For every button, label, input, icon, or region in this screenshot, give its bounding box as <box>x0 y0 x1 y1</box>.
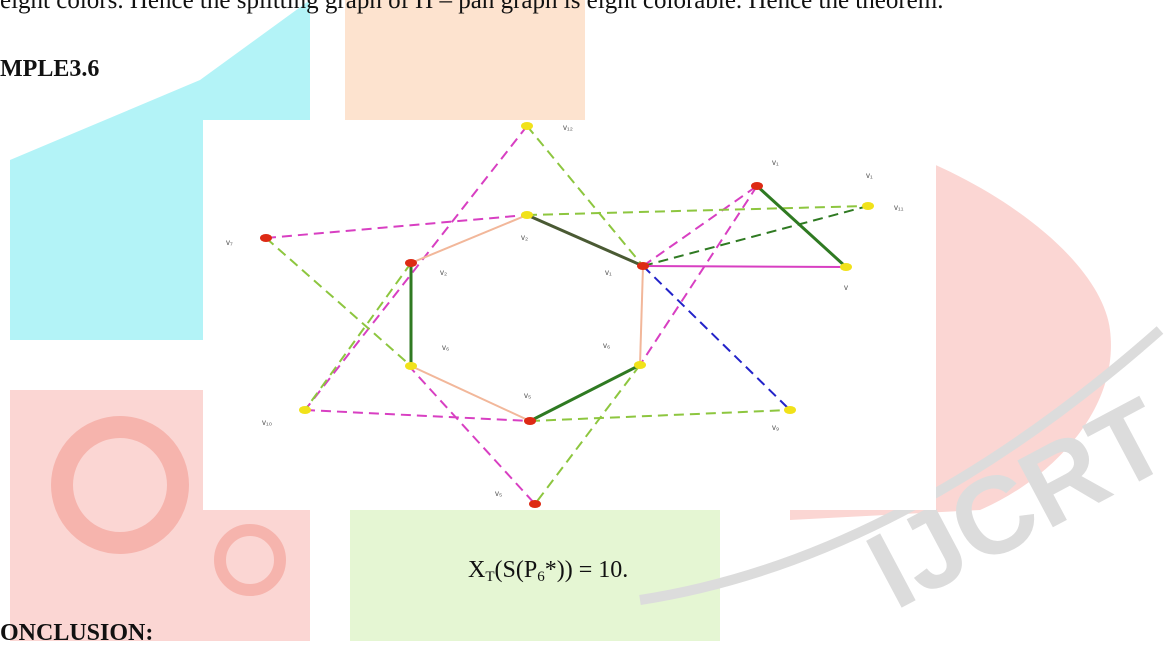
chromatic-number-formula: XT(S(P6*)) = 10. <box>468 557 629 585</box>
vertex-label: v₇ <box>226 238 233 247</box>
vertex-label: v₂ <box>440 268 447 277</box>
vertex-label: v₅ <box>524 391 531 400</box>
example-heading: MPLE3.6 <box>0 56 100 82</box>
vertex-label: v₉ <box>772 423 779 432</box>
vertex-label: v₁ <box>866 171 873 180</box>
vertex-label: v₁₁ <box>894 203 904 212</box>
vertex-label: v₁ <box>605 268 612 277</box>
body-text-line: eight colors. Hence the splitting graph … <box>0 0 944 14</box>
vertex-label: v₁₀ <box>262 418 272 427</box>
vertex-label: v₅ <box>495 489 502 498</box>
vertex-label: v₆ <box>603 341 610 350</box>
graph-figure: v₁₂ v₁ v₇ v₂ v₁ v₂ v v₆ v₅ v₆ v₅ v₁₀ v₉ … <box>203 120 936 510</box>
vertex-label: v₁₂ <box>563 123 573 132</box>
vertex-label: v₆ <box>442 343 449 352</box>
conclusion-heading: ONCLUSION: <box>0 620 154 646</box>
vertex-label: v₁ <box>772 158 779 167</box>
vertex-label: v <box>844 283 848 292</box>
vertex-label: v₂ <box>521 233 528 242</box>
